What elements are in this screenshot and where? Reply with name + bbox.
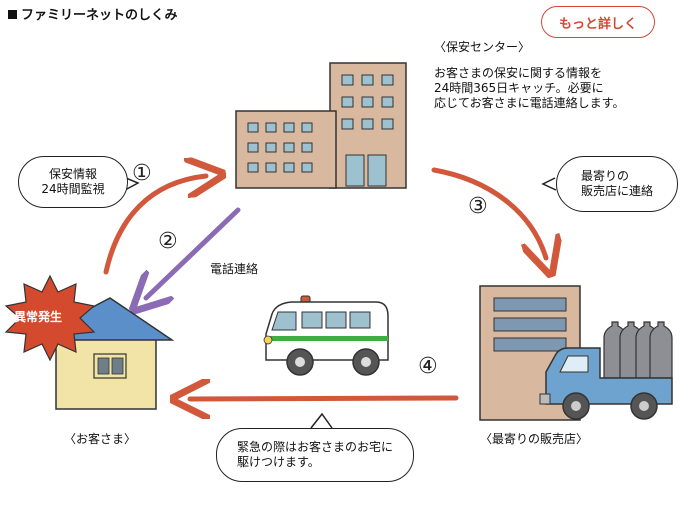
arrow-step-1 bbox=[103, 176, 206, 275]
page-title: ファミリーネットのしくみ bbox=[8, 8, 178, 23]
dealer-label: 〈最寄りの販売店〉 bbox=[480, 432, 589, 446]
security-center-desc-line-2: 24時間365日キャッチ。必要に bbox=[434, 81, 604, 95]
arrow-step-2 bbox=[146, 207, 241, 298]
step-3-bubble-line-2: 販売店に連絡 bbox=[580, 184, 653, 198]
step-3-bubble: 最寄りの 販売店に連絡 bbox=[556, 156, 678, 212]
arrow-step-4 bbox=[190, 398, 459, 399]
step-2-caption: 電話連絡 bbox=[210, 262, 259, 276]
alarm-burst-icon bbox=[4, 274, 96, 362]
step-1-number: ① bbox=[132, 161, 152, 186]
bubble-tail-4 bbox=[310, 412, 333, 429]
alarm-badge-label: 異常発生 bbox=[14, 310, 63, 324]
security-center-heading: 〈保安センター〉 bbox=[434, 40, 531, 54]
more-details-button[interactable]: もっと詳しく bbox=[541, 6, 655, 38]
step-1-bubble: 保安情報 24時間監視 bbox=[18, 156, 128, 208]
step-4-bubble: 緊急の際はお客さまのお宅に 駆けつけます。 bbox=[216, 428, 414, 482]
page-title-text: ファミリーネットのしくみ bbox=[21, 8, 178, 23]
step-3-number: ③ bbox=[468, 194, 488, 219]
step-1-bubble-line-1: 保安情報 bbox=[48, 167, 97, 181]
step-4-bubble-line-2: 駆けつけます。 bbox=[236, 455, 320, 469]
bubble-tail-3 bbox=[541, 177, 557, 191]
arrow-step-3 bbox=[431, 167, 546, 258]
ambulance-icon bbox=[263, 295, 389, 376]
step-4-bubble-line-1: 緊急の際はお客さまのお宅に bbox=[236, 440, 393, 454]
step-2-number: ② bbox=[158, 229, 178, 254]
step-1-bubble-line-2: 24時間監視 bbox=[41, 182, 105, 196]
security-center-building bbox=[235, 62, 407, 189]
delivery-truck-icon bbox=[539, 321, 673, 420]
square-bullet-icon bbox=[8, 10, 17, 19]
security-center-desc-line-1: お客さまの保安に関する情報を bbox=[434, 66, 603, 80]
bubble-tail-1 bbox=[124, 177, 140, 191]
customer-label: 〈お客さま〉 bbox=[64, 432, 137, 446]
step-3-bubble-line-1: 最寄りの bbox=[580, 169, 629, 183]
step-4-number: ④ bbox=[418, 354, 438, 379]
security-center-desc-line-3: 応じてお客さまに電話連絡します。 bbox=[434, 96, 625, 110]
